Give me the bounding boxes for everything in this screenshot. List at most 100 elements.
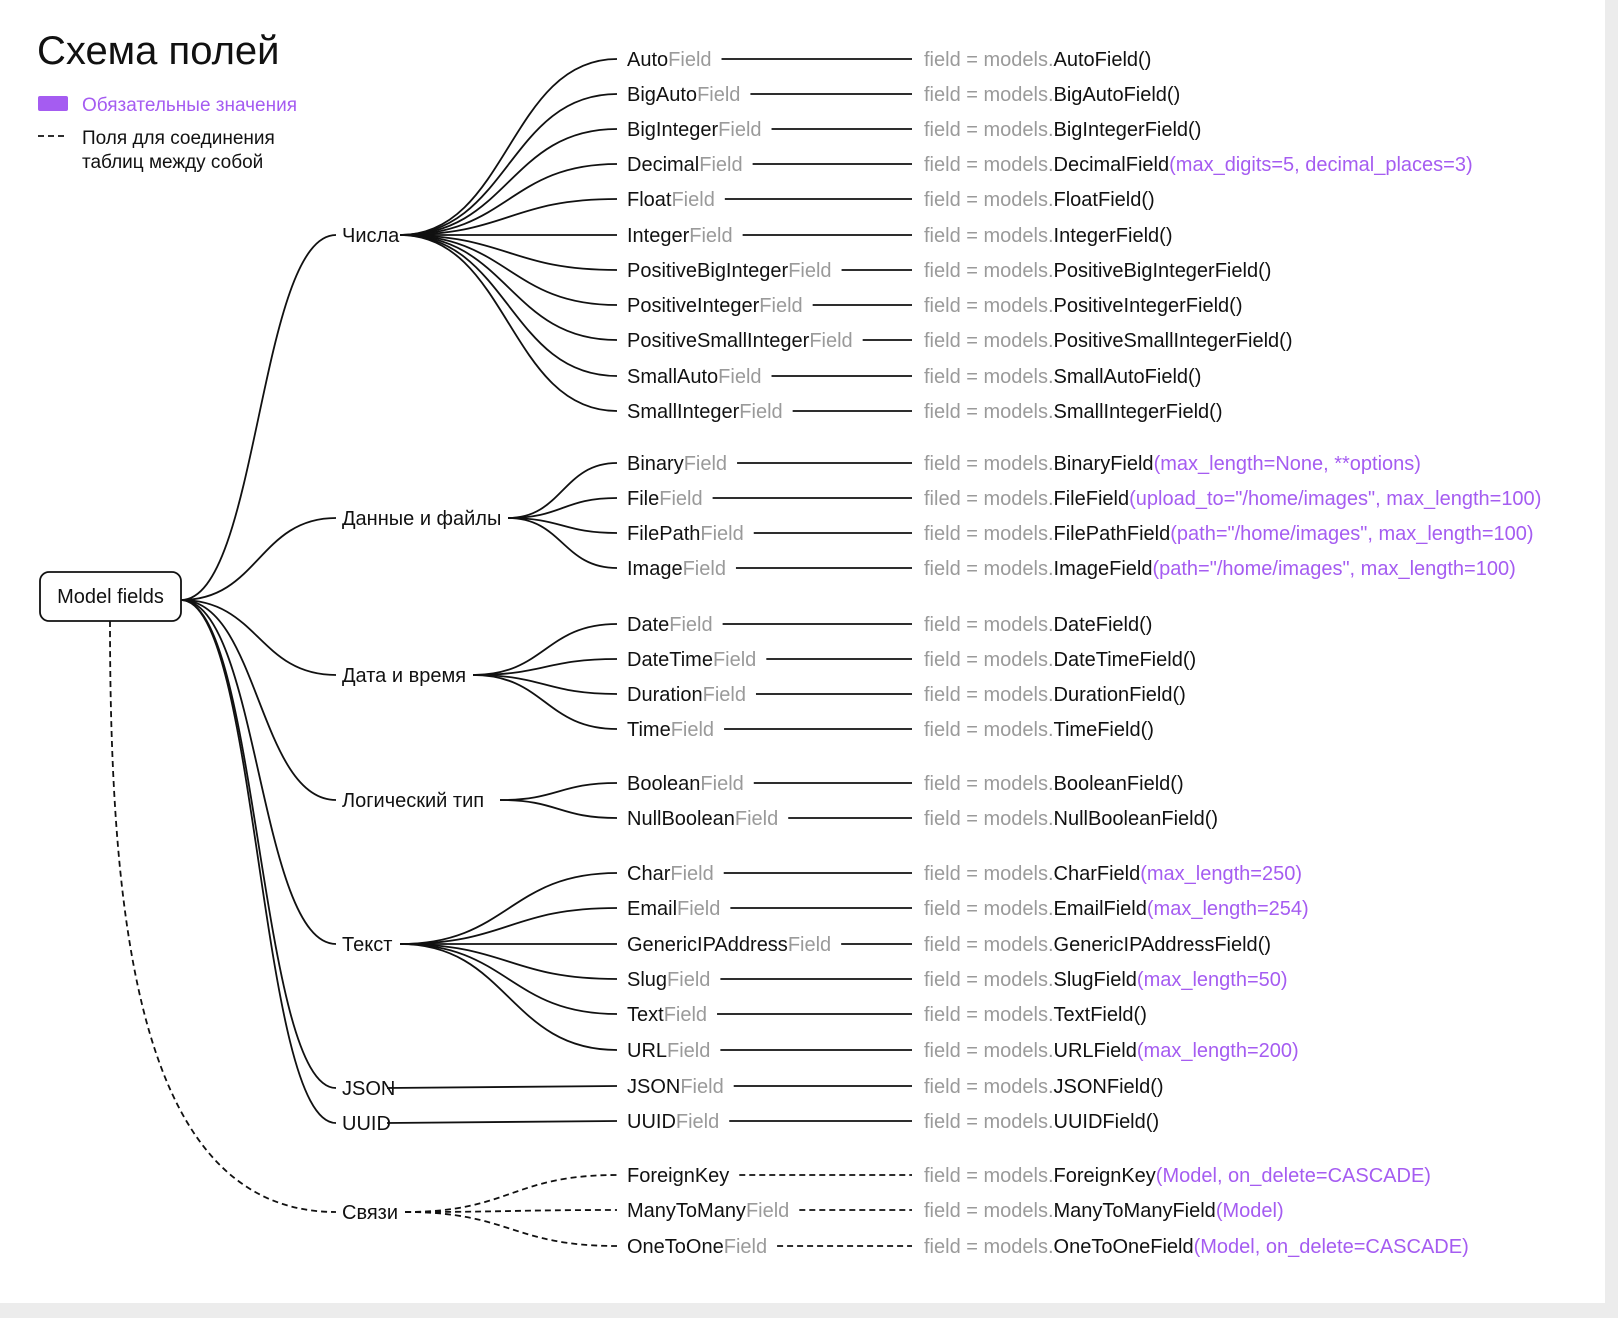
code-prefix: field = models. <box>924 614 1054 636</box>
field-type-label: BinaryField <box>627 453 727 475</box>
category-label: Текст <box>342 934 392 956</box>
code-open-paren: ( <box>1141 189 1148 211</box>
field-type-name: Duration <box>627 684 703 706</box>
code-class-name: FileField <box>1054 488 1130 510</box>
field-type-name: BigInteger <box>627 119 719 141</box>
code-required-args: max_length=250 <box>1147 863 1295 885</box>
root-to-relations-connector <box>109 620 337 1213</box>
legend-relations-line1: Поля для соединения <box>82 128 275 149</box>
code-close-paren: ) <box>1462 1236 1469 1258</box>
code-open-paren: ( <box>1194 1236 1201 1258</box>
field-type-name: SmallInteger <box>627 401 740 423</box>
code-open-paren: ( <box>1188 119 1195 141</box>
field-code-example: field = models.PositiveSmallIntegerField… <box>924 330 1293 352</box>
field-code-example: field = models.BigIntegerField() <box>924 119 1201 141</box>
code-class-name: SmallIntegerField <box>1054 401 1210 423</box>
code-prefix: field = models. <box>924 366 1054 388</box>
code-close-paren: ) <box>1292 1040 1299 1062</box>
code-close-paren: ) <box>1466 154 1473 176</box>
legend-relations-line2: таблиц между собой <box>82 152 263 173</box>
code-class-name: URLField <box>1054 1040 1137 1062</box>
category-to-field-connector <box>399 163 618 236</box>
field-type-label: BigIntegerField <box>627 119 762 141</box>
code-prefix: field = models. <box>924 189 1054 211</box>
code-prefix: field = models. <box>924 1165 1054 1187</box>
field-code-example: filed = models.FileField(upload_to="/hom… <box>924 488 1541 510</box>
field-type-label: DurationField <box>627 684 746 706</box>
field-type-label: BigAutoField <box>627 84 740 106</box>
code-open-paren: ( <box>1216 1200 1223 1222</box>
root-to-category-connector <box>180 599 337 676</box>
code-prefix: field = models. <box>924 719 1054 741</box>
page-title: Схема полей <box>37 29 280 73</box>
field-type-label: ForeignKey <box>627 1165 729 1187</box>
code-prefix: field = models. <box>924 1236 1054 1258</box>
code-close-paren: ) <box>1146 614 1153 636</box>
code-close-paren: ) <box>1145 49 1152 71</box>
field-type-suffix: Field <box>788 934 831 956</box>
field-code-example: field = models.DateField() <box>924 614 1152 636</box>
code-open-paren: ( <box>1139 614 1146 636</box>
field-type-name: Decimal <box>627 154 699 176</box>
code-prefix: field = models. <box>924 558 1054 580</box>
legend-required-values: Обязательные значения <box>82 95 297 116</box>
code-close-paren: ) <box>1211 808 1218 830</box>
code-open-paren: ( <box>1169 154 1176 176</box>
code-class-name: JSONField <box>1054 1076 1151 1098</box>
code-open-paren: ( <box>1279 330 1286 352</box>
code-class-name: UUIDField <box>1054 1111 1146 1133</box>
field-code-example: field = models.BigAutoField() <box>924 84 1180 106</box>
field-type-suffix: Field <box>700 773 743 795</box>
code-class-name: FloatField <box>1054 189 1142 211</box>
code-prefix: field = models. <box>924 295 1054 317</box>
field-type-suffix: Field <box>713 649 756 671</box>
code-prefix: field = models. <box>924 401 1054 423</box>
field-code-example: field = models.DateTimeField() <box>924 649 1196 671</box>
field-type-label: FloatField <box>627 189 715 211</box>
category-to-field-connector <box>404 1211 618 1247</box>
code-close-paren: ) <box>1509 558 1516 580</box>
code-close-paren: ) <box>1216 401 1223 423</box>
field-type-label: ManyToManyField <box>627 1200 789 1222</box>
category-to-field-connector <box>386 1120 618 1124</box>
code-prefix: field = models. <box>924 863 1054 885</box>
field-type-label: SmallIntegerField <box>627 401 783 423</box>
code-class-name: ManyToManyField <box>1054 1200 1216 1222</box>
category-label: Дата и время <box>342 665 466 687</box>
field-type-label: TextField <box>627 1004 707 1026</box>
code-class-name: EmailField <box>1054 898 1147 920</box>
code-open-paren: ( <box>1258 260 1265 282</box>
code-prefix: field = models. <box>924 84 1054 106</box>
code-close-paren: ) <box>1148 189 1155 211</box>
code-open-paren: ( <box>1137 969 1144 991</box>
field-code-example: field = models.BooleanField() <box>924 773 1184 795</box>
connector-layer <box>109 58 912 1247</box>
field-code-example: field = models.FilePathField(path="/home… <box>924 523 1534 545</box>
field-type-name: Email <box>627 898 677 920</box>
code-close-paren: ) <box>1177 773 1184 795</box>
category-to-field-connector <box>499 782 618 801</box>
code-required-args: path="/home/images", max_length=100 <box>1177 523 1527 545</box>
field-code-example: field = models.URLField(max_length=200) <box>924 1040 1299 1062</box>
code-open-paren: ( <box>1229 295 1236 317</box>
field-type-suffix: Field <box>671 189 714 211</box>
code-required-args: upload_to="/home/images", max_length=100 <box>1136 488 1535 510</box>
field-type-name: DateTime <box>627 649 713 671</box>
field-type-name: Slug <box>627 969 667 991</box>
field-type-label: GenericIPAddressField <box>627 934 831 956</box>
category-to-field-connector <box>472 674 618 730</box>
field-code-example: field = models.CharField(max_length=250) <box>924 863 1302 885</box>
category-to-field-connector <box>399 943 618 1051</box>
field-type-label: PositiveSmallIntegerField <box>627 330 853 352</box>
code-prefix: field = models. <box>924 1040 1054 1062</box>
root-to-category-connector <box>180 234 337 601</box>
field-code-example: field = models.ImageField(path="/home/im… <box>924 558 1516 580</box>
field-type-name: Float <box>627 189 672 211</box>
code-class-name: DecimalField <box>1054 154 1170 176</box>
code-prefix: field = models. <box>924 649 1054 671</box>
code-open-paren: ( <box>1152 558 1159 580</box>
code-required-args: Model <box>1222 1200 1276 1222</box>
code-prefix: field = models. <box>924 1004 1054 1026</box>
category-to-field-connector <box>399 128 618 236</box>
field-code-example: field = models.FloatField() <box>924 189 1155 211</box>
